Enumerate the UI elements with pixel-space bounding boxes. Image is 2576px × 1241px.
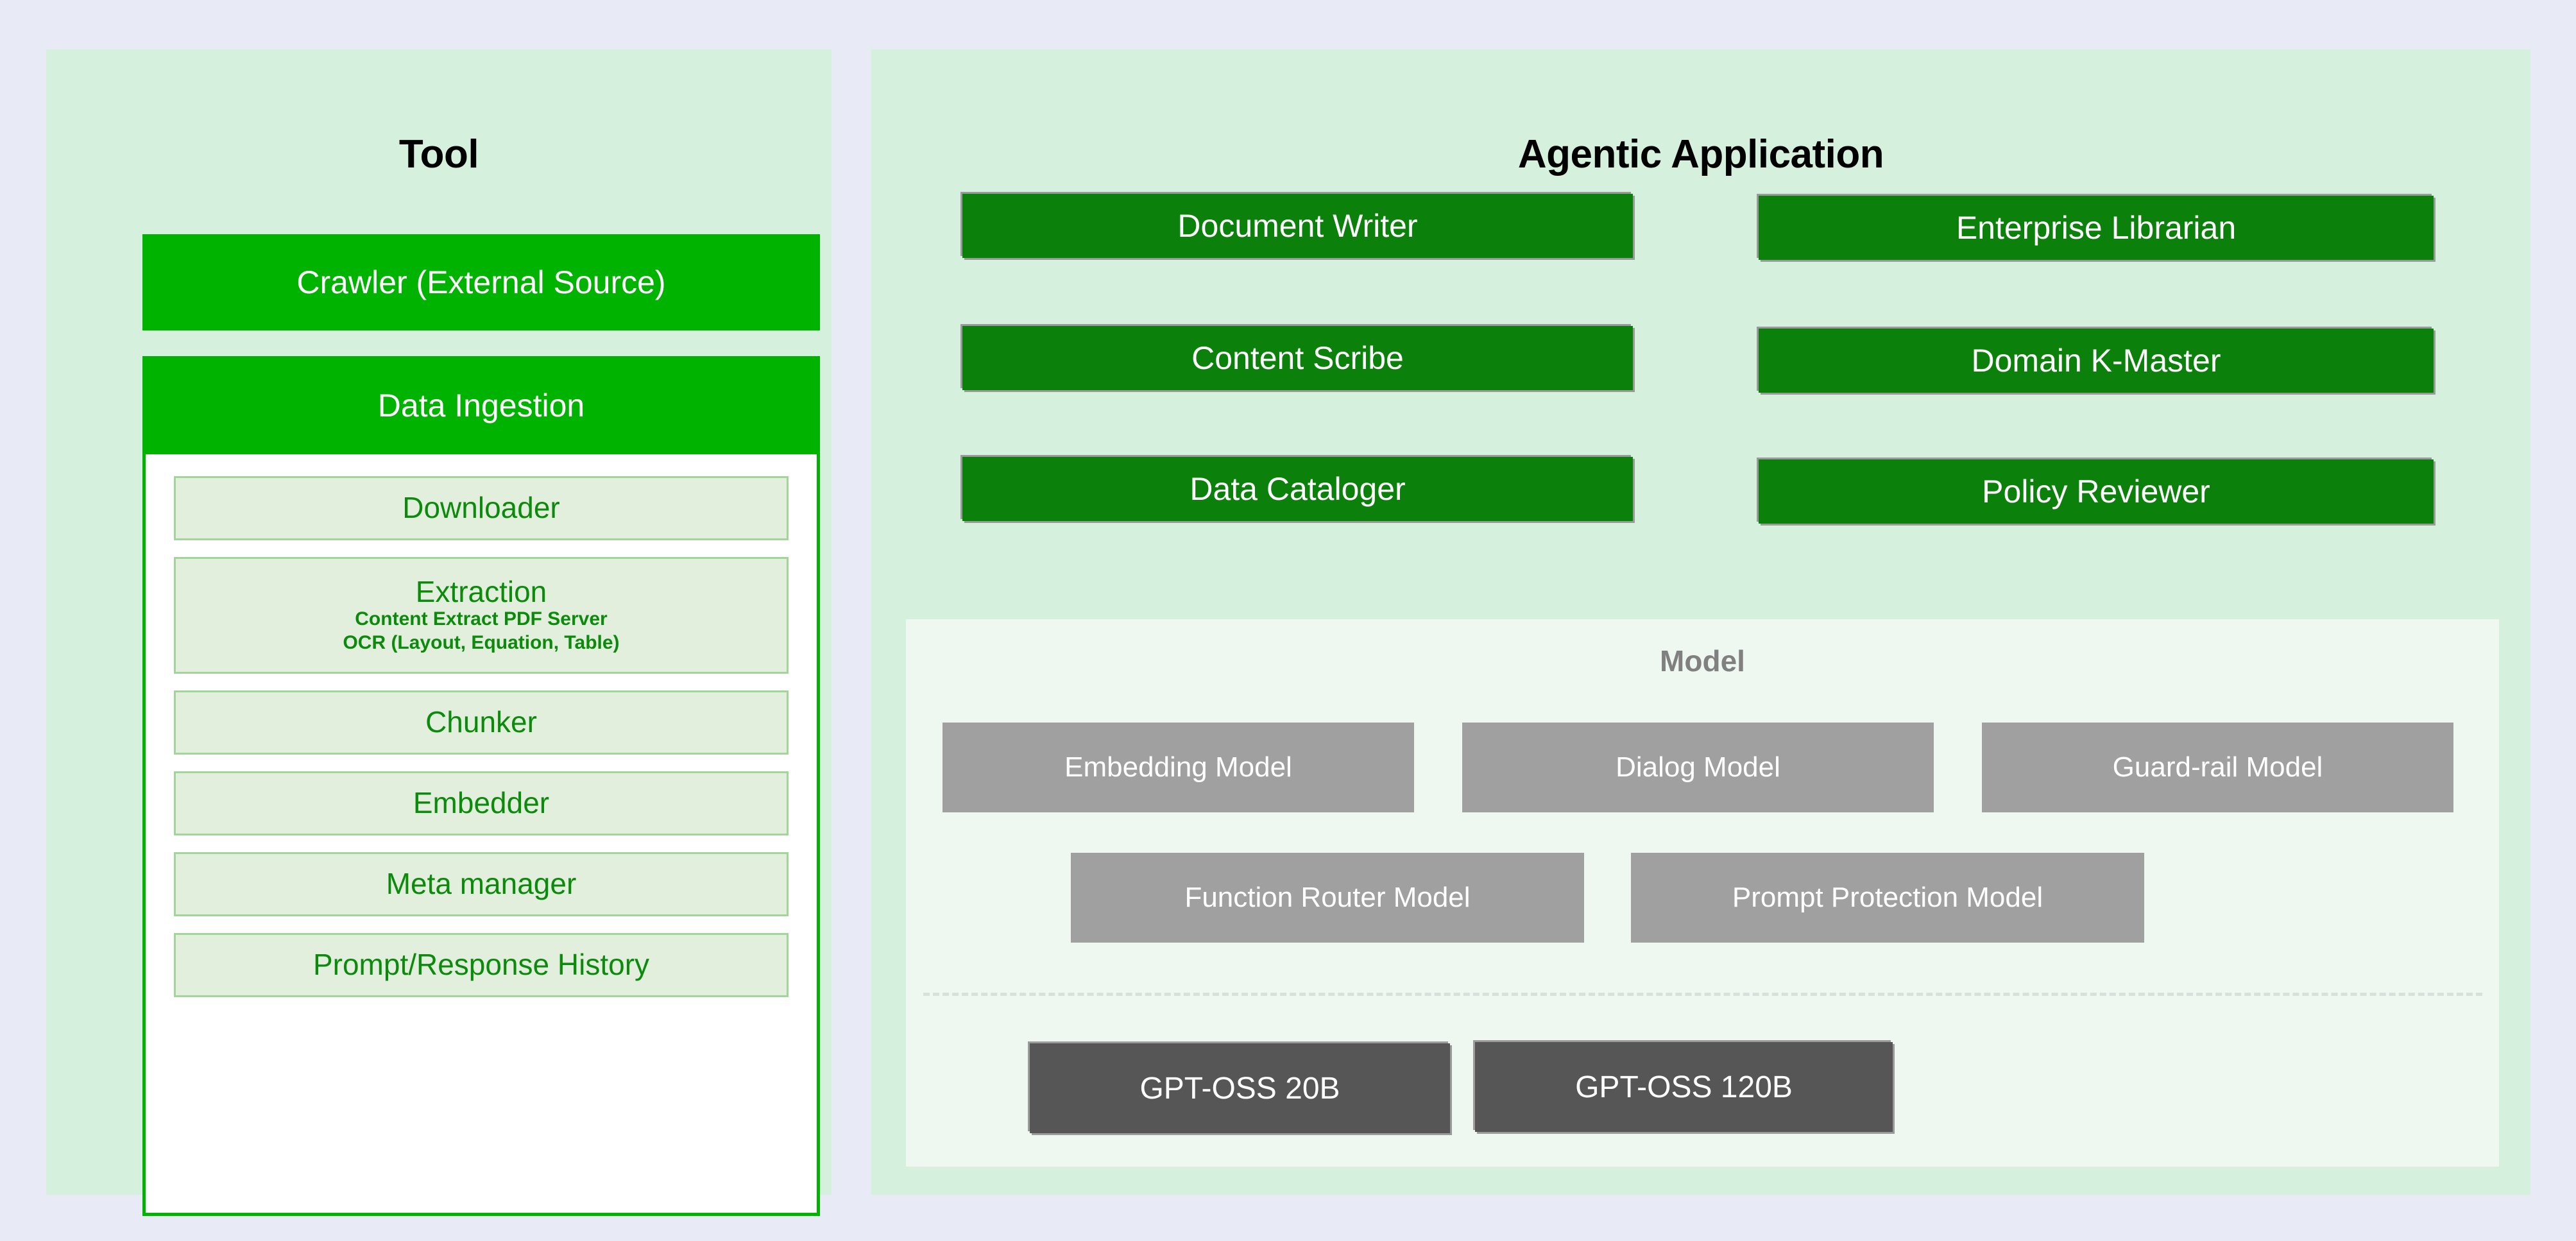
base-model-label: GPT-OSS 20B: [1139, 1071, 1340, 1106]
agent-document-writer[interactable]: Document Writer: [962, 194, 1633, 258]
agent-policy-reviewer[interactable]: Policy Reviewer: [1759, 459, 2434, 524]
agent-label: Data Cataloger: [1190, 471, 1406, 507]
model-panel: Model Embedding Model Dialog Model Guard…: [906, 619, 2499, 1167]
tool-component-title: Downloader: [402, 491, 560, 525]
tool-component-embedder[interactable]: Embedder: [174, 771, 789, 835]
agent-data-cataloger[interactable]: Data Cataloger: [962, 457, 1633, 521]
agent-label: Content Scribe: [1191, 340, 1404, 376]
crawler-label: Crawler (External Source): [296, 264, 666, 300]
base-model-gpt-oss-120b[interactable]: GPT-OSS 120B: [1475, 1042, 1893, 1132]
tool-component-title: Prompt/Response History: [312, 948, 650, 982]
model-guard-rail-model[interactable]: Guard-rail Model: [1982, 723, 2453, 812]
model-prompt-protection-model[interactable]: Prompt Protection Model: [1631, 853, 2144, 943]
base-model-gpt-oss-20b[interactable]: GPT-OSS 20B: [1030, 1043, 1450, 1133]
agent-label: Enterprise Librarian: [1956, 210, 2237, 246]
model-label: Dialog Model: [1616, 751, 1780, 783]
data-ingestion-header[interactable]: Data Ingestion: [142, 356, 820, 454]
data-ingestion-body: Downloader Extraction Content Extract PD…: [146, 454, 817, 1211]
data-ingestion-group: Data Ingestion Downloader Extraction Con…: [142, 356, 820, 1216]
tool-component-title: Chunker: [425, 705, 537, 739]
model-label: Prompt Protection Model: [1732, 882, 2043, 913]
model-section-divider: [923, 993, 2482, 996]
model-embedding-model[interactable]: Embedding Model: [943, 723, 1414, 812]
tool-component-downloader[interactable]: Downloader: [174, 476, 789, 540]
data-ingestion-label: Data Ingestion: [377, 387, 585, 424]
tool-component-detail-2: OCR (Layout, Equation, Table): [343, 631, 620, 653]
agent-label: Domain K-Master: [1971, 343, 2221, 379]
model-dialog-model[interactable]: Dialog Model: [1462, 723, 1934, 812]
crawler-box[interactable]: Crawler (External Source): [142, 234, 820, 330]
model-label: Guard-rail Model: [2112, 751, 2323, 783]
tool-component-meta-manager[interactable]: Meta manager: [174, 852, 789, 916]
tool-panel-title: Tool: [398, 132, 479, 176]
agent-content-scribe[interactable]: Content Scribe: [962, 326, 1633, 390]
tool-component-detail-1: Content Extract PDF Server: [355, 608, 608, 630]
model-function-router-model[interactable]: Function Router Model: [1071, 853, 1584, 943]
tool-component-prompt-response-history[interactable]: Prompt/Response History: [174, 933, 789, 997]
tool-panel: Tool Crawler (External Source) Data Inge…: [46, 49, 832, 1216]
agent-domain-k-master[interactable]: Domain K-Master: [1759, 329, 2434, 393]
tool-component-title: Embedder: [413, 786, 550, 820]
tool-component-title: Extraction: [415, 574, 547, 608]
base-model-label: GPT-OSS 120B: [1575, 1070, 1793, 1104]
agent-label: Policy Reviewer: [1982, 474, 2210, 509]
agent-label: Document Writer: [1177, 208, 1418, 244]
tool-component-extraction[interactable]: Extraction Content Extract PDF Server OC…: [174, 557, 789, 674]
agent-enterprise-librarian[interactable]: Enterprise Librarian: [1759, 196, 2434, 260]
model-label: Embedding Model: [1064, 751, 1292, 783]
model-label: Function Router Model: [1184, 882, 1471, 913]
tool-component-chunker[interactable]: Chunker: [174, 690, 789, 755]
model-panel-title: Model: [1660, 644, 1745, 678]
agentic-panel-title: Agentic Application: [1517, 132, 1884, 176]
tool-component-title: Meta manager: [386, 867, 577, 901]
